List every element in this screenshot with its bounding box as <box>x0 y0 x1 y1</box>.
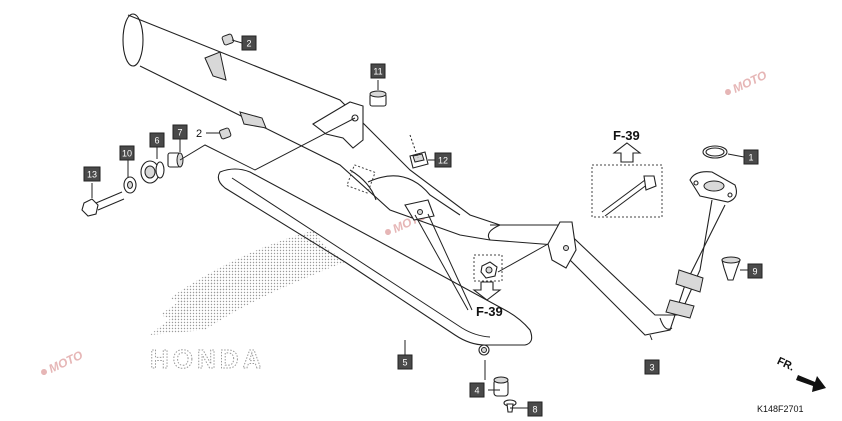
watermark-text: MOTO <box>46 348 85 376</box>
svg-text:13: 13 <box>87 170 97 180</box>
damper-rubber <box>140 160 165 184</box>
ref-label-lower: F-39 <box>476 304 503 319</box>
watermark-top-right: MOTO <box>725 68 769 96</box>
svg-text:5: 5 <box>402 358 407 368</box>
callout-11: 11 <box>370 63 386 79</box>
muffler-hanger-bracket <box>312 101 364 149</box>
ref-box-lower <box>473 254 503 282</box>
honda-wing-logo <box>150 230 345 335</box>
nut <box>369 90 387 107</box>
ref-arrow-up <box>612 142 642 163</box>
callout-6: 6 <box>149 132 165 148</box>
ref-box-upper <box>591 164 663 218</box>
lower-bracket-hole <box>417 209 423 215</box>
watermark-text: MOTO <box>730 68 769 96</box>
callout-12: 12 <box>434 152 452 168</box>
muffler <box>122 13 501 241</box>
heat-shield-bolt-hole-inner <box>481 347 487 353</box>
forward-direction-label: FR. <box>775 355 796 373</box>
drawing-code: K148F2701 <box>757 404 804 414</box>
shield-screw <box>503 399 517 413</box>
callout-4: 4 <box>469 382 485 398</box>
svg-text:11: 11 <box>373 67 382 77</box>
callout-2: 2 <box>241 35 257 51</box>
muffler-label-area <box>346 164 376 194</box>
watermark-bottom-left: MOTO <box>41 348 85 376</box>
callout-9: 9 <box>747 263 763 279</box>
clip <box>721 256 741 281</box>
callout-1: 1 <box>743 149 759 165</box>
heat-shield-inner-edge <box>231 177 491 338</box>
muffler-slot <box>239 111 267 129</box>
callout-10: 10 <box>119 145 135 161</box>
rubber-lower <box>218 127 232 140</box>
washer <box>123 176 137 194</box>
svg-text:10: 10 <box>122 149 132 159</box>
hanger-bolt <box>81 191 125 217</box>
callout-7: 7 <box>172 124 188 140</box>
svg-text:1: 1 <box>748 153 753 163</box>
clip-nut <box>409 151 429 169</box>
svg-text:4: 4 <box>474 386 479 396</box>
callout-8: 8 <box>527 401 543 417</box>
honda-brand-text: HONDA <box>150 344 265 374</box>
svg-text:7: 7 <box>177 128 182 138</box>
leader-lines <box>91 39 748 409</box>
heat-shield <box>217 168 533 346</box>
pipe-stay-bracket <box>547 221 577 269</box>
muffler-slot <box>204 51 227 81</box>
plain-callout-2: 2 <box>196 128 202 140</box>
exhaust-pipe <box>489 171 737 336</box>
svg-text:12: 12 <box>438 156 448 166</box>
svg-text:9: 9 <box>752 267 757 277</box>
svg-text:3: 3 <box>649 363 654 373</box>
callout-5: 5 <box>397 354 413 370</box>
shield-damper <box>493 376 509 397</box>
forward-arrow-icon <box>796 375 826 392</box>
callout-3: 3 <box>644 359 660 375</box>
svg-text:2: 2 <box>246 39 251 49</box>
flange-nut <box>480 261 498 279</box>
svg-text:8: 8 <box>532 405 537 415</box>
svg-text:6: 6 <box>154 136 159 146</box>
callout-13: 13 <box>83 166 101 182</box>
long-bolt <box>601 175 657 217</box>
ref-label-upper: F-39 <box>613 128 640 143</box>
rubber-upper <box>221 33 235 46</box>
ref-arrow-down <box>472 281 502 301</box>
